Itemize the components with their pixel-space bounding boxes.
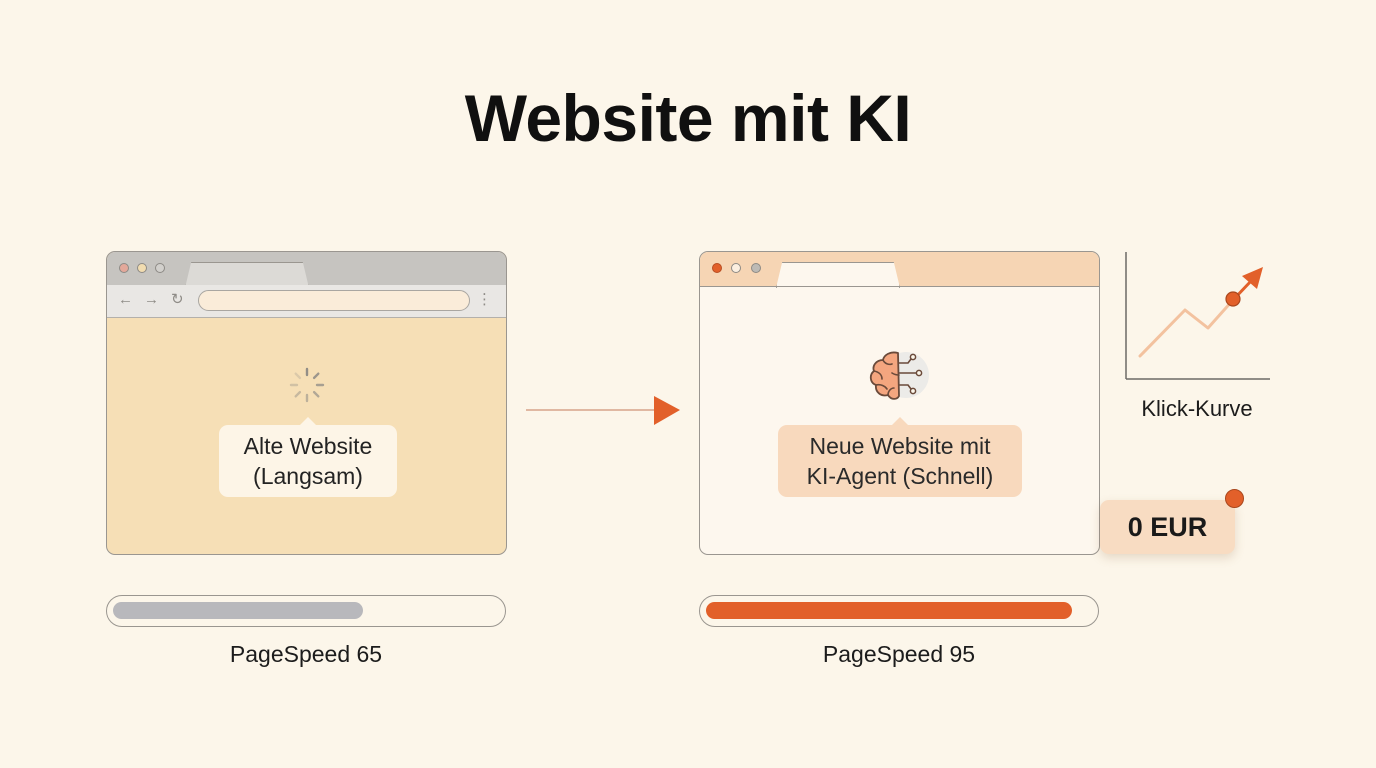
window-maximize-dot: [155, 263, 165, 273]
address-bar: [198, 290, 470, 311]
arrow-right-icon: [526, 396, 680, 425]
loading-spinner-icon: [289, 367, 325, 403]
new-pagespeed-fill: [706, 602, 1072, 619]
price-badge: 0 EUR: [1100, 500, 1235, 554]
trend-up-icon: [1125, 252, 1270, 380]
new-website-bubble-line2: KI-Agent (Schnell): [806, 463, 994, 489]
old-pagespeed-bar: [106, 595, 506, 627]
kebab-menu-icon: ⋮: [477, 291, 492, 308]
new-browser-content: [700, 286, 1099, 554]
new-browser-tab: [776, 262, 900, 288]
page-title: Website mit KI: [464, 81, 912, 155]
new-website-browser: Neue Website mit KI-Agent (Schnell): [699, 251, 1100, 555]
new-pagespeed-bar: [699, 595, 1099, 627]
back-arrow-icon: ←: [118, 291, 133, 308]
new-browser-titlebar: [700, 252, 1099, 288]
old-browser-titlebar: [107, 252, 506, 288]
old-browser-tab: [185, 262, 309, 288]
old-website-browser: ← → ↻ ⋮ Alte Website (Langsam): [106, 251, 507, 555]
new-pagespeed-label: PageSpeed 95: [822, 641, 976, 667]
reload-icon: ↻: [171, 291, 184, 308]
brain-circuit-icon: [869, 351, 929, 400]
window-maximize-dot: [751, 263, 761, 273]
old-website-bubble-line2: (Langsam): [253, 463, 363, 489]
window-close-dot: [119, 263, 129, 273]
new-website-bubble: Neue Website mit KI-Agent (Schnell): [778, 417, 1022, 497]
window-minimize-dot: [137, 263, 147, 273]
price-indicator-dot: [1225, 489, 1244, 508]
forward-arrow-icon: →: [144, 291, 159, 308]
old-website-bubble-line1: Alte Website: [243, 433, 373, 459]
window-close-dot: [712, 263, 722, 273]
old-browser-toolbar: ← → ↻ ⋮: [107, 285, 506, 318]
old-pagespeed-label: PageSpeed 65: [229, 641, 383, 667]
window-minimize-dot: [731, 263, 741, 273]
click-curve-label: Klick-Kurve: [1141, 396, 1253, 421]
new-website-bubble-line1: Neue Website mit: [809, 433, 991, 459]
old-pagespeed-fill: [113, 602, 364, 619]
old-website-bubble: Alte Website (Langsam): [219, 417, 397, 497]
